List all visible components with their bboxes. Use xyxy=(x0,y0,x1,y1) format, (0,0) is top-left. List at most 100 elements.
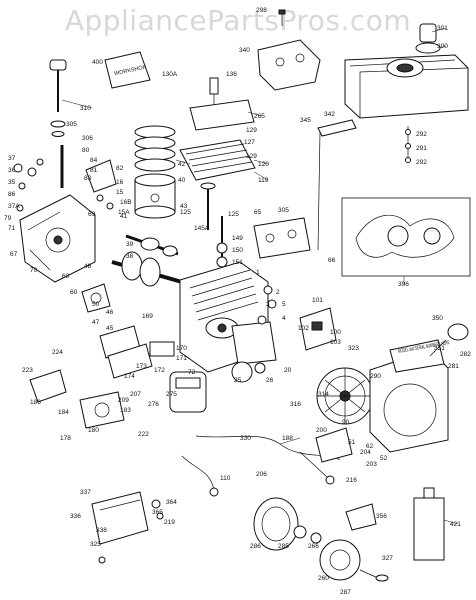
label-180: 180 xyxy=(88,427,99,434)
label-327: 327 xyxy=(382,555,393,562)
label-282: 282 xyxy=(460,351,471,358)
label-305b: 305 xyxy=(278,207,289,214)
label-364: 364 xyxy=(166,499,177,506)
piston-rings xyxy=(134,125,176,172)
label-365: 365 xyxy=(152,509,163,516)
label-345: 345 xyxy=(300,117,311,124)
gaskets-1-5 xyxy=(257,285,277,325)
label-101: 101 xyxy=(312,297,323,304)
label-52: 52 xyxy=(380,455,388,462)
label-65: 65 xyxy=(254,209,262,216)
label-223: 223 xyxy=(22,367,33,374)
label-306: 306 xyxy=(82,135,93,142)
recoil-starter xyxy=(253,497,389,582)
label-60: 60 xyxy=(70,289,78,296)
label-1: 1 xyxy=(256,269,260,276)
label-184: 184 xyxy=(58,409,69,416)
label-3: 3 xyxy=(266,301,270,308)
label-260: 260 xyxy=(318,575,329,582)
screw-298 xyxy=(278,9,286,26)
label-173: 173 xyxy=(136,363,147,370)
label-43: 43 xyxy=(180,203,188,210)
label-338: 338 xyxy=(96,527,107,534)
label-287: 287 xyxy=(340,589,351,596)
label-100: 100 xyxy=(330,329,341,336)
label-276: 276 xyxy=(148,401,159,408)
label-340: 340 xyxy=(239,47,250,54)
piston xyxy=(134,173,176,219)
muffler-guard xyxy=(257,39,321,91)
throttle-bracket xyxy=(253,217,311,259)
label-300: 300 xyxy=(437,43,448,50)
label-285: 285 xyxy=(278,543,289,550)
wire-harness xyxy=(181,435,341,497)
fuel-cap xyxy=(429,323,469,357)
carburetor xyxy=(29,369,125,429)
label-103: 103 xyxy=(330,339,341,346)
label-66: 66 xyxy=(328,257,336,264)
crankcase-cover xyxy=(19,194,96,283)
label-351: 351 xyxy=(434,345,445,352)
label-206: 206 xyxy=(256,471,267,478)
label-129b: 129 xyxy=(246,153,257,160)
label-70: 70 xyxy=(30,267,38,274)
label-38: 38 xyxy=(126,253,134,260)
label-102: 102 xyxy=(298,325,309,332)
label-266: 266 xyxy=(308,543,319,550)
label-292a: 292 xyxy=(416,131,427,138)
label-39: 39 xyxy=(126,241,134,248)
label-84: 84 xyxy=(90,157,98,164)
label-51: 51 xyxy=(348,439,356,446)
label-42: 42 xyxy=(178,161,186,168)
label-90: 90 xyxy=(342,419,350,426)
label-125a: 125 xyxy=(180,209,191,216)
label-72: 72 xyxy=(188,369,196,376)
bracket-342 xyxy=(317,119,357,251)
label-79: 79 xyxy=(4,215,12,222)
label-26: 26 xyxy=(266,377,274,384)
label-125b: 125 xyxy=(228,211,239,218)
label-81: 81 xyxy=(90,167,98,174)
label-350: 350 xyxy=(432,315,443,322)
label-136: 136 xyxy=(226,71,237,78)
cylinder-head xyxy=(179,139,256,181)
label-82: 82 xyxy=(116,165,124,172)
label-129a: 129 xyxy=(246,127,257,134)
label-356: 356 xyxy=(376,513,387,520)
label-151: 151 xyxy=(232,259,243,266)
label-36: 36 xyxy=(8,167,16,174)
leader-lines xyxy=(61,27,459,525)
blower-housing: MODEL and SERIAL NUMBERS HERE xyxy=(369,339,450,453)
label-119: 119 xyxy=(258,177,269,184)
label-171: 171 xyxy=(176,355,187,362)
label-170: 170 xyxy=(176,345,187,352)
label-183: 183 xyxy=(120,407,131,414)
air-cleaner-kit xyxy=(341,197,471,277)
label-50: 50 xyxy=(92,301,100,308)
label-421: 421 xyxy=(450,521,461,528)
label-174: 174 xyxy=(124,373,135,380)
label-298: 298 xyxy=(256,7,267,14)
label-15a: 15A xyxy=(118,209,130,216)
dipstick xyxy=(49,59,67,188)
label-172: 172 xyxy=(154,367,165,374)
control-box xyxy=(91,491,164,564)
label-45: 45 xyxy=(106,325,114,332)
valves xyxy=(200,182,228,282)
label-305: 305 xyxy=(66,121,77,128)
label-80: 80 xyxy=(82,147,90,154)
label-47: 47 xyxy=(92,319,100,326)
label-216: 216 xyxy=(346,477,357,484)
label-325: 325 xyxy=(90,541,101,548)
label-207: 207 xyxy=(130,391,141,398)
label-204: 204 xyxy=(360,449,371,456)
label-396: 396 xyxy=(398,281,409,288)
label-41: 41 xyxy=(120,213,128,220)
label-37a: 37A xyxy=(8,203,20,210)
label-281: 281 xyxy=(448,363,459,370)
label-15: 15 xyxy=(116,189,124,196)
oil-bottle xyxy=(413,487,445,561)
label-169: 169 xyxy=(142,313,153,320)
label-323: 323 xyxy=(348,345,359,352)
